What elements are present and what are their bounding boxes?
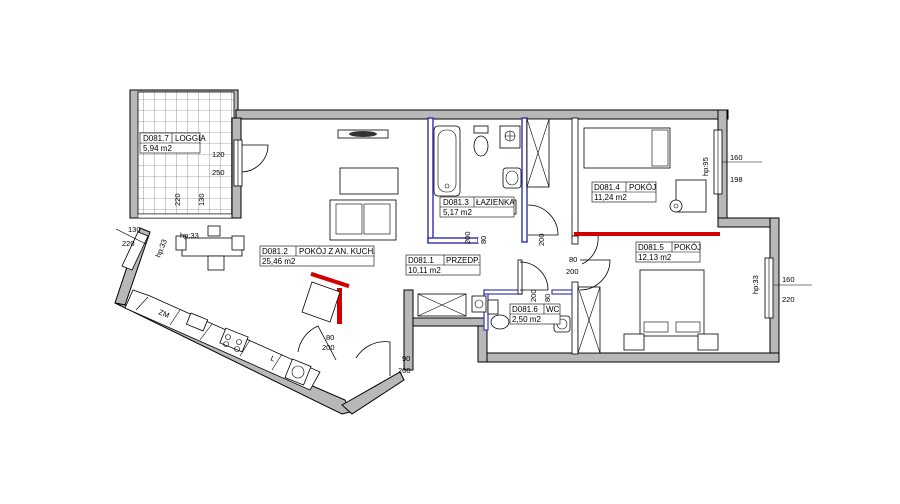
room-label-room5: D081.5 POKÓJ 12,13 m2 (635, 241, 701, 263)
room-area: 5,17 m2 (443, 208, 472, 217)
dim-bath-door-w: 80 (479, 236, 488, 244)
dimension-labels: 120 250 220 130 hp:33 130 220 hp:33 80 2… (122, 150, 795, 375)
dim-room5-door-w: 80 (569, 255, 577, 264)
dim-loggia-win-h: 130 (197, 193, 206, 206)
room-label-bathroom: D081.3 ŁAZIENKA 5,17 m2 (439, 196, 515, 218)
dim-room5-door-h: 200 (566, 267, 579, 276)
dim-left-win-h: 220 (122, 239, 135, 248)
room-label-wc: D081.6 WC 2,50 m2 (509, 303, 561, 325)
dim-kitchen-door-h: 200 (322, 343, 335, 352)
room-name: WC (546, 305, 560, 314)
living-furniture (175, 129, 399, 323)
dim-loggia-win-w: 220 (173, 193, 182, 206)
dim-entry-door-w: 90 (402, 354, 410, 363)
dim-entry-door-h: 200 (398, 366, 411, 375)
room-label-living: D081.2 POKÓJ Z AN. KUCH. 25,46 m2 (259, 245, 375, 267)
dim-win5-h: 220 (782, 295, 795, 304)
room-area: 5,94 m2 (143, 144, 172, 153)
wash-label: L (269, 354, 276, 364)
dim-bath-door-h: 200 (463, 231, 472, 244)
door-swings (240, 144, 611, 376)
room-labels: D081.7 LOGGIA 5,94 m2 D081.3 ŁAZIENKA 5,… (139, 132, 701, 325)
room-code: D081.6 (512, 305, 538, 314)
dim-win4-h: 198 (730, 175, 743, 184)
room-area: 10,11 m2 (408, 266, 441, 275)
dim-kitchen-door-w: 80 (326, 333, 334, 342)
room-label-hall: D081.1 PRZEDP. 10,11 m2 (405, 254, 481, 276)
dim-left-win-hp: hp:33 (154, 238, 169, 259)
room-label-loggia: D081.7 LOGGIA 5,94 m2 (139, 132, 206, 154)
room-label-room4: D081.4 POKÓJ 11,24 m2 (591, 181, 657, 203)
dim-win5-hp: hp:33 (751, 275, 760, 294)
dim-wc-door-w: 80 (543, 294, 552, 302)
dim-wc-door-h: 200 (529, 289, 538, 302)
room-name: POKÓJ Z AN. KUCH. (299, 247, 375, 256)
room-area: 25,46 m2 (262, 257, 296, 266)
room-area: 12,13 m2 (638, 253, 672, 262)
dim-hall-door-h: 200 (537, 233, 546, 246)
room5-furniture (623, 269, 719, 351)
room-name: POKÓJ (629, 183, 656, 192)
wc-fixtures (471, 295, 571, 333)
dim-win5-w: 160 (782, 275, 795, 284)
room-code: D081.7 (143, 134, 169, 143)
dim-win4-w: 160 (730, 153, 743, 162)
fridge-label: ZM (157, 308, 170, 320)
dim-win4-hp: hp:95 (701, 157, 710, 176)
loggia (129, 89, 239, 219)
dim-left-win-w: 130 (128, 225, 141, 234)
room-name: POKÓJ (674, 243, 701, 252)
room-name: LOGGIA (175, 134, 206, 143)
room-code: D081.5 (638, 243, 664, 252)
room-name: PRZEDP. (446, 256, 480, 265)
interior-walls (310, 117, 720, 355)
room-area: 11,24 m2 (594, 193, 627, 202)
room-code: D081.2 (262, 247, 288, 256)
room-name: ŁAZIENKA (476, 198, 515, 207)
kitchen-counter (124, 289, 321, 391)
dimension-leaders (115, 161, 812, 286)
dim-loggia-door-h: 250 (212, 168, 225, 177)
dim-loggia-hp: hp:33 (180, 231, 199, 240)
dim-loggia-door-w: 120 (212, 150, 225, 159)
room-code: D081.4 (594, 183, 620, 192)
room-area: 2,50 m2 (512, 315, 541, 324)
room4-furniture (583, 127, 707, 213)
room-code: D081.1 (408, 256, 434, 265)
room-code: D081.3 (443, 198, 469, 207)
